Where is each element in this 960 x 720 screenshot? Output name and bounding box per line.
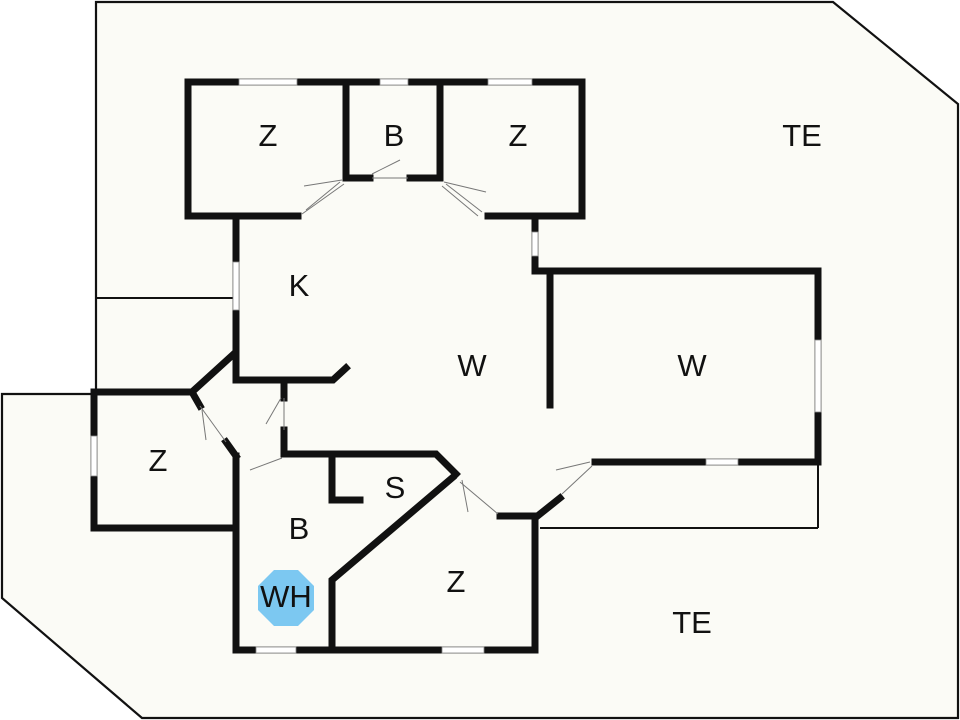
label-terrace-bottom: TE	[672, 605, 712, 640]
window	[238, 78, 298, 86]
label-storage: S	[385, 470, 406, 505]
door-hall	[265, 397, 285, 430]
window	[379, 78, 409, 86]
label-bedroom-top-left: Z	[259, 118, 278, 153]
label-bedroom-left: Z	[149, 443, 168, 478]
exterior-wall	[530, 493, 565, 523]
interior-wall	[328, 473, 457, 654]
label-bedroom-bottom: Z	[447, 564, 466, 599]
door-bedroom-bottom	[459, 479, 499, 515]
window	[441, 646, 485, 654]
door-bedroom-top-left	[301, 179, 345, 215]
label-living-center: W	[457, 348, 487, 383]
door-bedroom-left	[199, 405, 227, 443]
label-water-heater: WH	[260, 579, 312, 614]
door-bath-bottom	[249, 457, 283, 471]
window	[705, 458, 739, 466]
interior-wall	[328, 450, 364, 504]
label-bedroom-top-right: Z	[509, 118, 528, 153]
window	[487, 78, 533, 86]
window	[531, 231, 539, 257]
label-kitchen: K	[289, 268, 310, 303]
door-bath-top	[371, 159, 408, 179]
door-bedroom-top-right	[441, 181, 487, 217]
label-living-right: W	[677, 348, 707, 383]
window	[90, 435, 98, 477]
exterior-wall	[90, 212, 539, 654]
window	[255, 646, 297, 654]
door-living-exit	[555, 461, 593, 495]
label-bath-bottom: B	[289, 511, 310, 546]
label-bath-top: B	[384, 118, 405, 153]
interior-wall	[187, 387, 205, 411]
window	[814, 339, 822, 413]
label-terrace-top: TE	[782, 118, 822, 153]
window	[232, 261, 240, 311]
water-heater-icon	[258, 570, 314, 626]
